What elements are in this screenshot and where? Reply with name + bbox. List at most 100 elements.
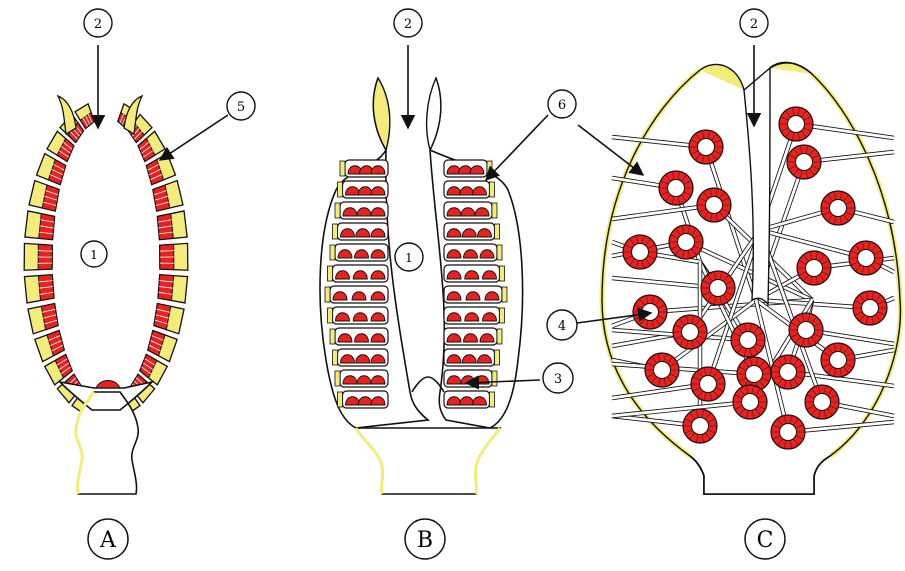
panel-b-right-chamber (444, 307, 505, 324)
panel-c-chamber-lumen (798, 322, 815, 339)
panel-b-right-chamber (444, 265, 505, 282)
panel-b-left-outer-edge (338, 392, 343, 407)
panel-b-right-chamber (444, 181, 495, 198)
panel-b-left-outer-edge (328, 308, 333, 323)
panel-c-chamber (771, 355, 805, 389)
panel-c-chamber (821, 343, 855, 377)
panel-a-ascon (24, 96, 188, 494)
panel-c-chamber (805, 385, 839, 419)
panel-c-chamber (683, 409, 717, 443)
panel-c-chamber-lumen (700, 376, 717, 393)
panel-a-right-segment (158, 275, 188, 303)
panel-b-left-outer-edge (338, 182, 343, 197)
panel-c-chamber-lumen (806, 260, 823, 277)
panel-b-left-chamber (328, 307, 389, 324)
panel-b-right-outer-edge (500, 308, 505, 323)
panel-a-left-segment (24, 275, 54, 303)
panel-b-left-outer-edge (335, 371, 340, 386)
panel-c-chamber (669, 225, 703, 259)
panel-c-chamber-lumen (698, 139, 715, 156)
panel-letter-c-text: C (757, 528, 774, 553)
callout-b-opening: 2 (394, 9, 422, 37)
panel-a-left-cell-divider (38, 251, 52, 252)
panel-a-base-stalk (60, 382, 152, 494)
arrow-c-wall (578, 125, 643, 175)
panel-b-left-outer-edge (340, 161, 345, 176)
panel-c-chamber (673, 315, 707, 349)
panel-b-left-outer-edge (328, 266, 333, 281)
panel-b-right-outer-edge (500, 266, 505, 281)
callout-a-cavity-number: 1 (90, 248, 98, 262)
panel-letters: A B C (88, 519, 785, 559)
panel-b-right-chamber (444, 202, 497, 219)
panel-letter-c: C (745, 519, 785, 559)
panel-b-right-outer-edge (497, 245, 502, 260)
panel-c-chamber-lumen (788, 116, 805, 133)
panel-b-right-outer-edge (495, 224, 500, 239)
panel-c-chamber-lumen (682, 324, 699, 341)
panel-c-chamber-lumen (632, 244, 649, 261)
panel-a-right-segment (160, 243, 188, 270)
panel-a-right-segment (157, 211, 187, 240)
callout-a-cavity: 1 (81, 241, 107, 267)
panel-b-left-outer-edge (333, 224, 338, 239)
panel-a-right-segment (153, 181, 183, 212)
panel-c-chamber-lumen (814, 394, 831, 411)
panel-a-right-segment (154, 304, 184, 334)
callout-b-c-wall: 6 (548, 90, 576, 118)
panel-b-right-chamber (444, 349, 500, 366)
callout-c-opening-number: 2 (750, 17, 758, 32)
panel-b-right-chamber (444, 328, 502, 345)
panel-c-chamber-lumen (780, 424, 797, 441)
panel-c-chamber (821, 191, 855, 225)
panel-b-left-chamber (330, 244, 388, 261)
panel-b-right-chamber (444, 391, 495, 408)
panel-b-left-chamber (338, 181, 389, 198)
panel-letter-b-text: B (417, 528, 433, 553)
panel-b-left-chamber (328, 265, 389, 282)
panel-b-right-outer-edge (502, 287, 507, 302)
panel-a-left-segment (24, 243, 52, 270)
panel-c-chamber-lumen (830, 352, 847, 369)
panel-c-chamber-lumen (746, 366, 763, 383)
panel-b-left-chamber (330, 328, 388, 345)
panel-b-right-chamber (444, 244, 502, 261)
callout-b-cavity: 1 (395, 243, 423, 271)
panel-c-chamber (849, 241, 883, 275)
callout-c-chamber-number: 4 (558, 319, 566, 334)
panel-b-right-chamber (444, 160, 492, 177)
panel-b-right-outer-edge (492, 371, 497, 386)
panel-b-right-lip (427, 78, 441, 150)
panel-c-base (704, 476, 814, 494)
callout-b-opening-number: 2 (404, 17, 412, 32)
panel-c-chamber (633, 295, 667, 329)
panel-c-chamber-lumen (692, 418, 709, 435)
panel-c-chamber (691, 367, 725, 401)
panel-c-leucon (602, 63, 900, 494)
panel-c-chamber (797, 251, 831, 285)
panel-a-left-segment (25, 211, 55, 240)
callout-b-cavity-number: 1 (405, 251, 413, 265)
panel-a-left-segment (29, 181, 59, 212)
callout-a-opening-number: 2 (94, 17, 102, 32)
panel-b-left-outer-edge (330, 329, 335, 344)
panel-c-chamber (659, 171, 693, 205)
panel-c-chamber-lumen (654, 362, 671, 379)
panel-c-chamber (623, 235, 657, 269)
panel-b-left-lip (373, 78, 389, 150)
panel-b-left-chamber (333, 349, 389, 366)
panel-b-right-outer-edge (490, 182, 495, 197)
panel-b-right-outer-edge (492, 203, 497, 218)
panel-letter-b: B (405, 519, 445, 559)
arrow-a-wall (160, 115, 228, 160)
panel-c-chamber (733, 385, 767, 419)
panel-c-chamber-lumen (830, 200, 847, 217)
panel-c-chamber (771, 415, 805, 449)
callout-c-chamber: 4 (547, 310, 577, 340)
panel-c-chamber (701, 271, 735, 305)
panel-c-chamber-lumen (740, 332, 757, 349)
panel-b-left-outer-edge (330, 245, 335, 260)
panel-b-left-chamber (335, 370, 388, 387)
panel-b-left-chamber (335, 202, 388, 219)
